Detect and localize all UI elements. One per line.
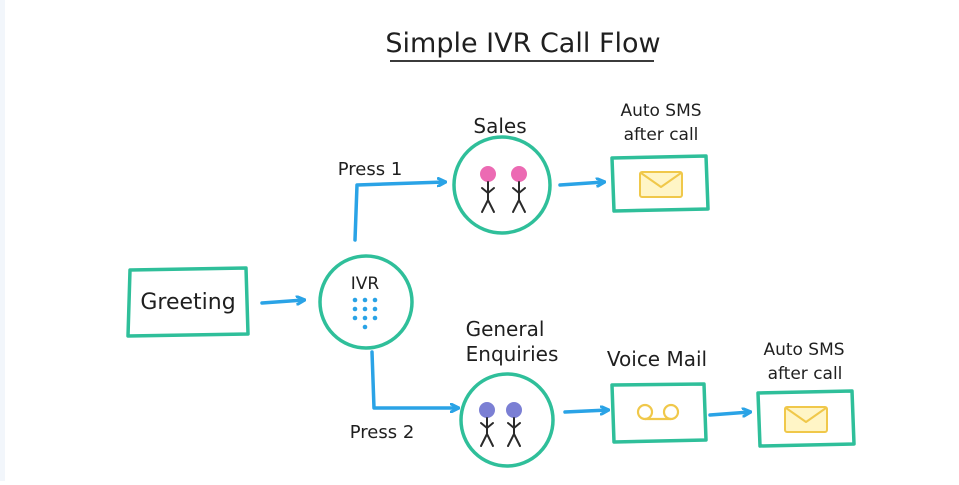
sms-bottom-label-line2: after call — [768, 364, 843, 384]
arrow-sales-to-sms — [558, 182, 604, 185]
general-label-line2: Enquiries — [466, 342, 559, 366]
people-icon — [480, 166, 527, 213]
press1-label: Press 1 — [338, 159, 403, 180]
sms-top-label-line1: Auto SMS — [620, 101, 701, 121]
greeting-node: Greeting — [126, 266, 250, 338]
arrow-greeting-to-ivr — [260, 300, 304, 303]
general-node — [459, 372, 555, 468]
diagram-title: Simple IVR Call Flow — [385, 28, 660, 59]
arrow-ivr-to-general — [370, 350, 458, 408]
ivr-label: IVR — [351, 274, 380, 294]
sms-bottom-label-line1: Auto SMS — [763, 340, 844, 360]
arrow-ivr-to-sales — [353, 182, 445, 242]
people-icon — [479, 402, 522, 447]
arrow-general-to-voicemail — [563, 410, 608, 412]
sales-node — [452, 135, 552, 235]
sms-top-label-line2: after call — [624, 125, 699, 145]
voicemail-node — [610, 382, 708, 444]
sms-bottom-node — [756, 389, 856, 448]
ivr-node: IVR — [318, 254, 414, 350]
left-edge-band — [0, 0, 5, 481]
greeting-label: Greeting — [140, 290, 235, 315]
envelope-icon — [639, 171, 683, 198]
press2-label: Press 2 — [350, 422, 415, 443]
envelope-icon — [784, 406, 828, 433]
sms-top-node — [610, 154, 710, 213]
general-label-line1: General — [466, 317, 545, 341]
voicemail-icon — [636, 403, 680, 421]
arrow-voicemail-to-sms — [708, 412, 750, 415]
voicemail-label: Voice Mail — [607, 347, 707, 371]
sales-label: Sales — [473, 114, 526, 138]
keypad-icon — [352, 297, 378, 330]
